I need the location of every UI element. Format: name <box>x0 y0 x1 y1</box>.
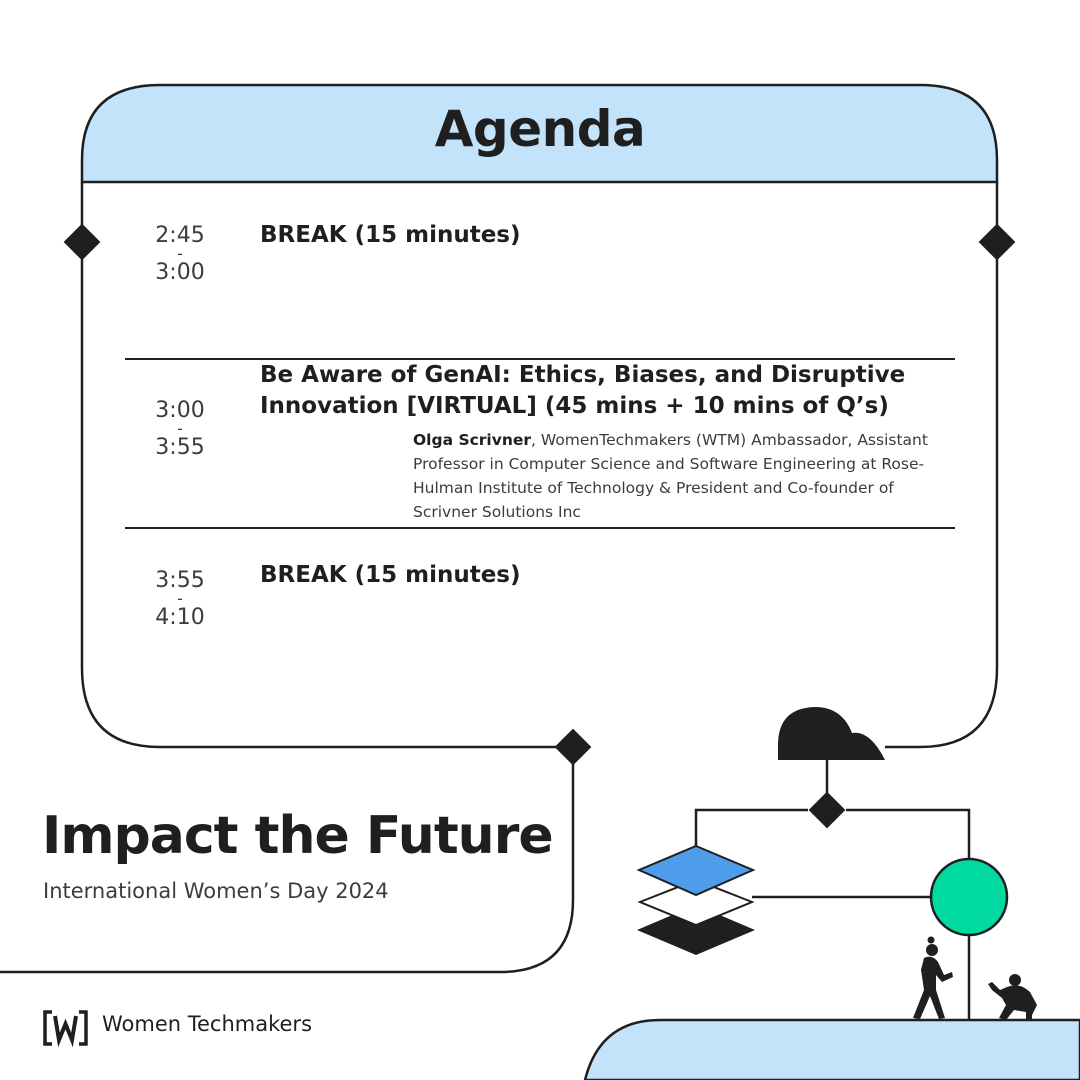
time-separator: - <box>177 589 183 608</box>
session-title-3: BREAK (15 minutes) <box>260 562 521 588</box>
start-time: 3:55 <box>155 568 205 593</box>
time-separator: - <box>177 419 183 438</box>
end-time: 4:10 <box>155 605 205 630</box>
connector-diamond-icon <box>808 791 846 829</box>
start-time: 3:00 <box>155 398 205 423</box>
crouching-person-icon <box>988 974 1037 1020</box>
cloud-icon <box>778 707 885 760</box>
end-time: 3:55 <box>155 435 205 460</box>
agenda-header-banner <box>80 83 999 184</box>
start-time: 2:45 <box>155 223 205 248</box>
end-time: 3:00 <box>155 260 205 285</box>
wtm-logo-icon <box>43 1010 88 1048</box>
campaign-headline: Impact the Future <box>42 806 554 866</box>
time-separator: - <box>177 244 183 263</box>
session-time-2: 3:00 - 3:55 <box>125 399 235 459</box>
campaign-frame <box>0 747 575 974</box>
standing-person-icon <box>913 936 953 1019</box>
agenda-title: Agenda <box>434 100 646 158</box>
speaker-name: Olga Scrivner <box>413 431 532 449</box>
session-time-3: 3:55 - 4:10 <box>125 569 235 629</box>
bottom-blue-shape <box>583 1018 1080 1080</box>
layer-bottom-icon <box>637 905 755 955</box>
green-circle-icon <box>929 857 1009 937</box>
session-title-line-1: Be Aware of GenAI: Ethics, Biases, and D… <box>260 362 906 388</box>
speaker-info: Olga Scrivner, WomenTechmakers (WTM) Amb… <box>413 428 953 524</box>
session-title-1: BREAK (15 minutes) <box>260 222 521 248</box>
layer-middle-icon <box>637 878 755 927</box>
bottom-diamond-icon <box>554 728 592 766</box>
campaign-subtitle: International Women’s Day 2024 <box>43 879 389 903</box>
session-title-2: Be Aware of GenAI: Ethics, Biases, and D… <box>260 360 905 422</box>
session-time-1: 2:45 - 3:00 <box>125 224 235 284</box>
agenda-frame-left <box>80 182 573 749</box>
session-title-line-2: Innovation [VIRTUAL] (45 mins + 10 mins … <box>260 393 889 419</box>
speaker-details: , WomenTechmakers (WTM) Ambassador, Assi… <box>413 431 928 521</box>
brand-name: Women Techmakers <box>102 1012 313 1036</box>
right-diamond-icon <box>978 223 1016 261</box>
agenda-frame-right <box>885 182 999 749</box>
left-diamond-icon <box>63 223 101 261</box>
layer-top-icon <box>636 844 756 897</box>
